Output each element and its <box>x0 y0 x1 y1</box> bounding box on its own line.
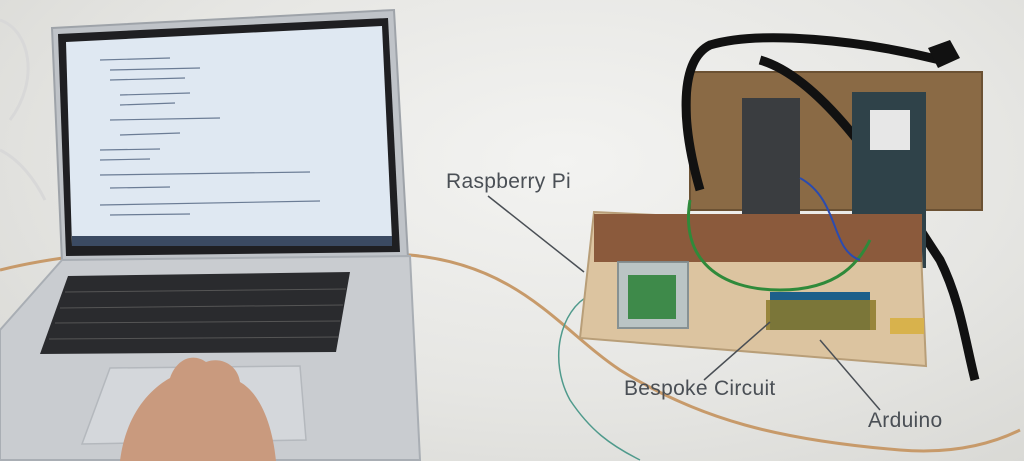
ps-right-label <box>870 110 910 150</box>
base-board-backrail <box>594 214 922 262</box>
hand <box>120 357 276 461</box>
annotation-pointers <box>487 195 881 411</box>
yellow-cap <box>890 318 924 334</box>
plug <box>928 40 960 68</box>
pointer-raspberry-pi <box>487 195 585 273</box>
label-arduino: Arduino <box>868 409 943 432</box>
green-loop-wire <box>687 199 872 292</box>
bespoke-circuit-board <box>766 300 876 330</box>
keyboard <box>40 272 350 354</box>
code-lines <box>99 57 321 216</box>
label-bespoke-circuit: Bespoke Circuit <box>624 377 776 400</box>
green-wire <box>557 294 641 461</box>
background-cables <box>0 18 47 201</box>
blue-wire <box>799 177 861 261</box>
laptop <box>0 8 422 461</box>
laptop-taskbar <box>72 236 392 246</box>
backboard <box>690 72 982 210</box>
pointer-bespoke-circuit <box>703 321 771 381</box>
power-supply-left <box>742 98 800 230</box>
keyboard-keys <box>48 288 347 340</box>
pointer-arduino <box>819 339 881 411</box>
laptop-screen <box>66 26 392 246</box>
raspberry-pi-board <box>628 275 676 319</box>
power-cable <box>681 33 980 382</box>
label-raspberry-pi: Raspberry Pi <box>446 170 571 193</box>
